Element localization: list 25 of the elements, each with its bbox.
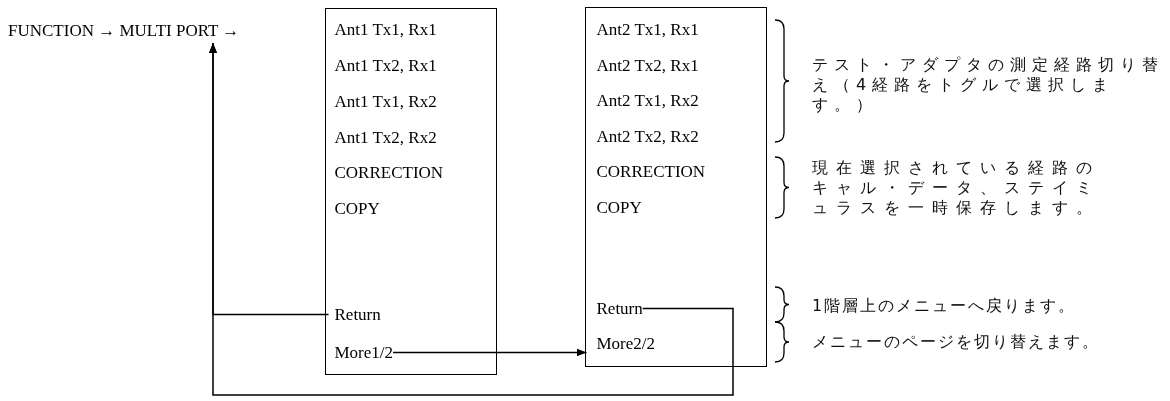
menu-item: More1/2	[328, 340, 394, 365]
menu-box	[585, 7, 767, 367]
menu-item: Ant2 Tx2, Rx2	[586, 124, 699, 149]
menu-item: Ant1 Tx1, Rx1	[328, 17, 437, 42]
menu-item: CORRECTION	[586, 159, 706, 184]
menu-item: CORRECTION	[328, 160, 444, 185]
menu-item: Return	[328, 302, 381, 327]
note-text: メニューのページを切り替えます。	[812, 332, 1101, 352]
menu-item: Ant2 Tx1, Rx2	[586, 88, 699, 113]
menu-path-text: FUNCTION → MULTI PORT →	[8, 19, 320, 43]
menu-box	[325, 8, 497, 375]
menu-item: Return	[586, 296, 643, 321]
note-text: 1階層上のメニューへ戻ります。	[812, 296, 1078, 316]
menu-item: Ant1 Tx1, Rx2	[328, 89, 437, 114]
note-text: テスト・アダプタの測定経路切り替え（4経路をトグルで選択します。）	[812, 55, 1165, 115]
menu-item: COPY	[586, 195, 642, 220]
menu-item: Ant2 Tx2, Rx1	[586, 53, 699, 78]
menu-item: More2/2	[586, 331, 656, 356]
arrow	[209, 42, 734, 396]
arrow	[392, 348, 588, 357]
menu-item: Ant2 Tx1, Rx1	[586, 17, 699, 42]
menu-item: COPY	[328, 196, 380, 221]
menu-item: Ant1 Tx2, Rx2	[328, 125, 437, 150]
menu-item: Ant1 Tx2, Rx1	[328, 53, 437, 78]
note-text: 現在選択されている経路のキャル・データ、ステイミュラスを一時保存します。	[812, 158, 1101, 218]
